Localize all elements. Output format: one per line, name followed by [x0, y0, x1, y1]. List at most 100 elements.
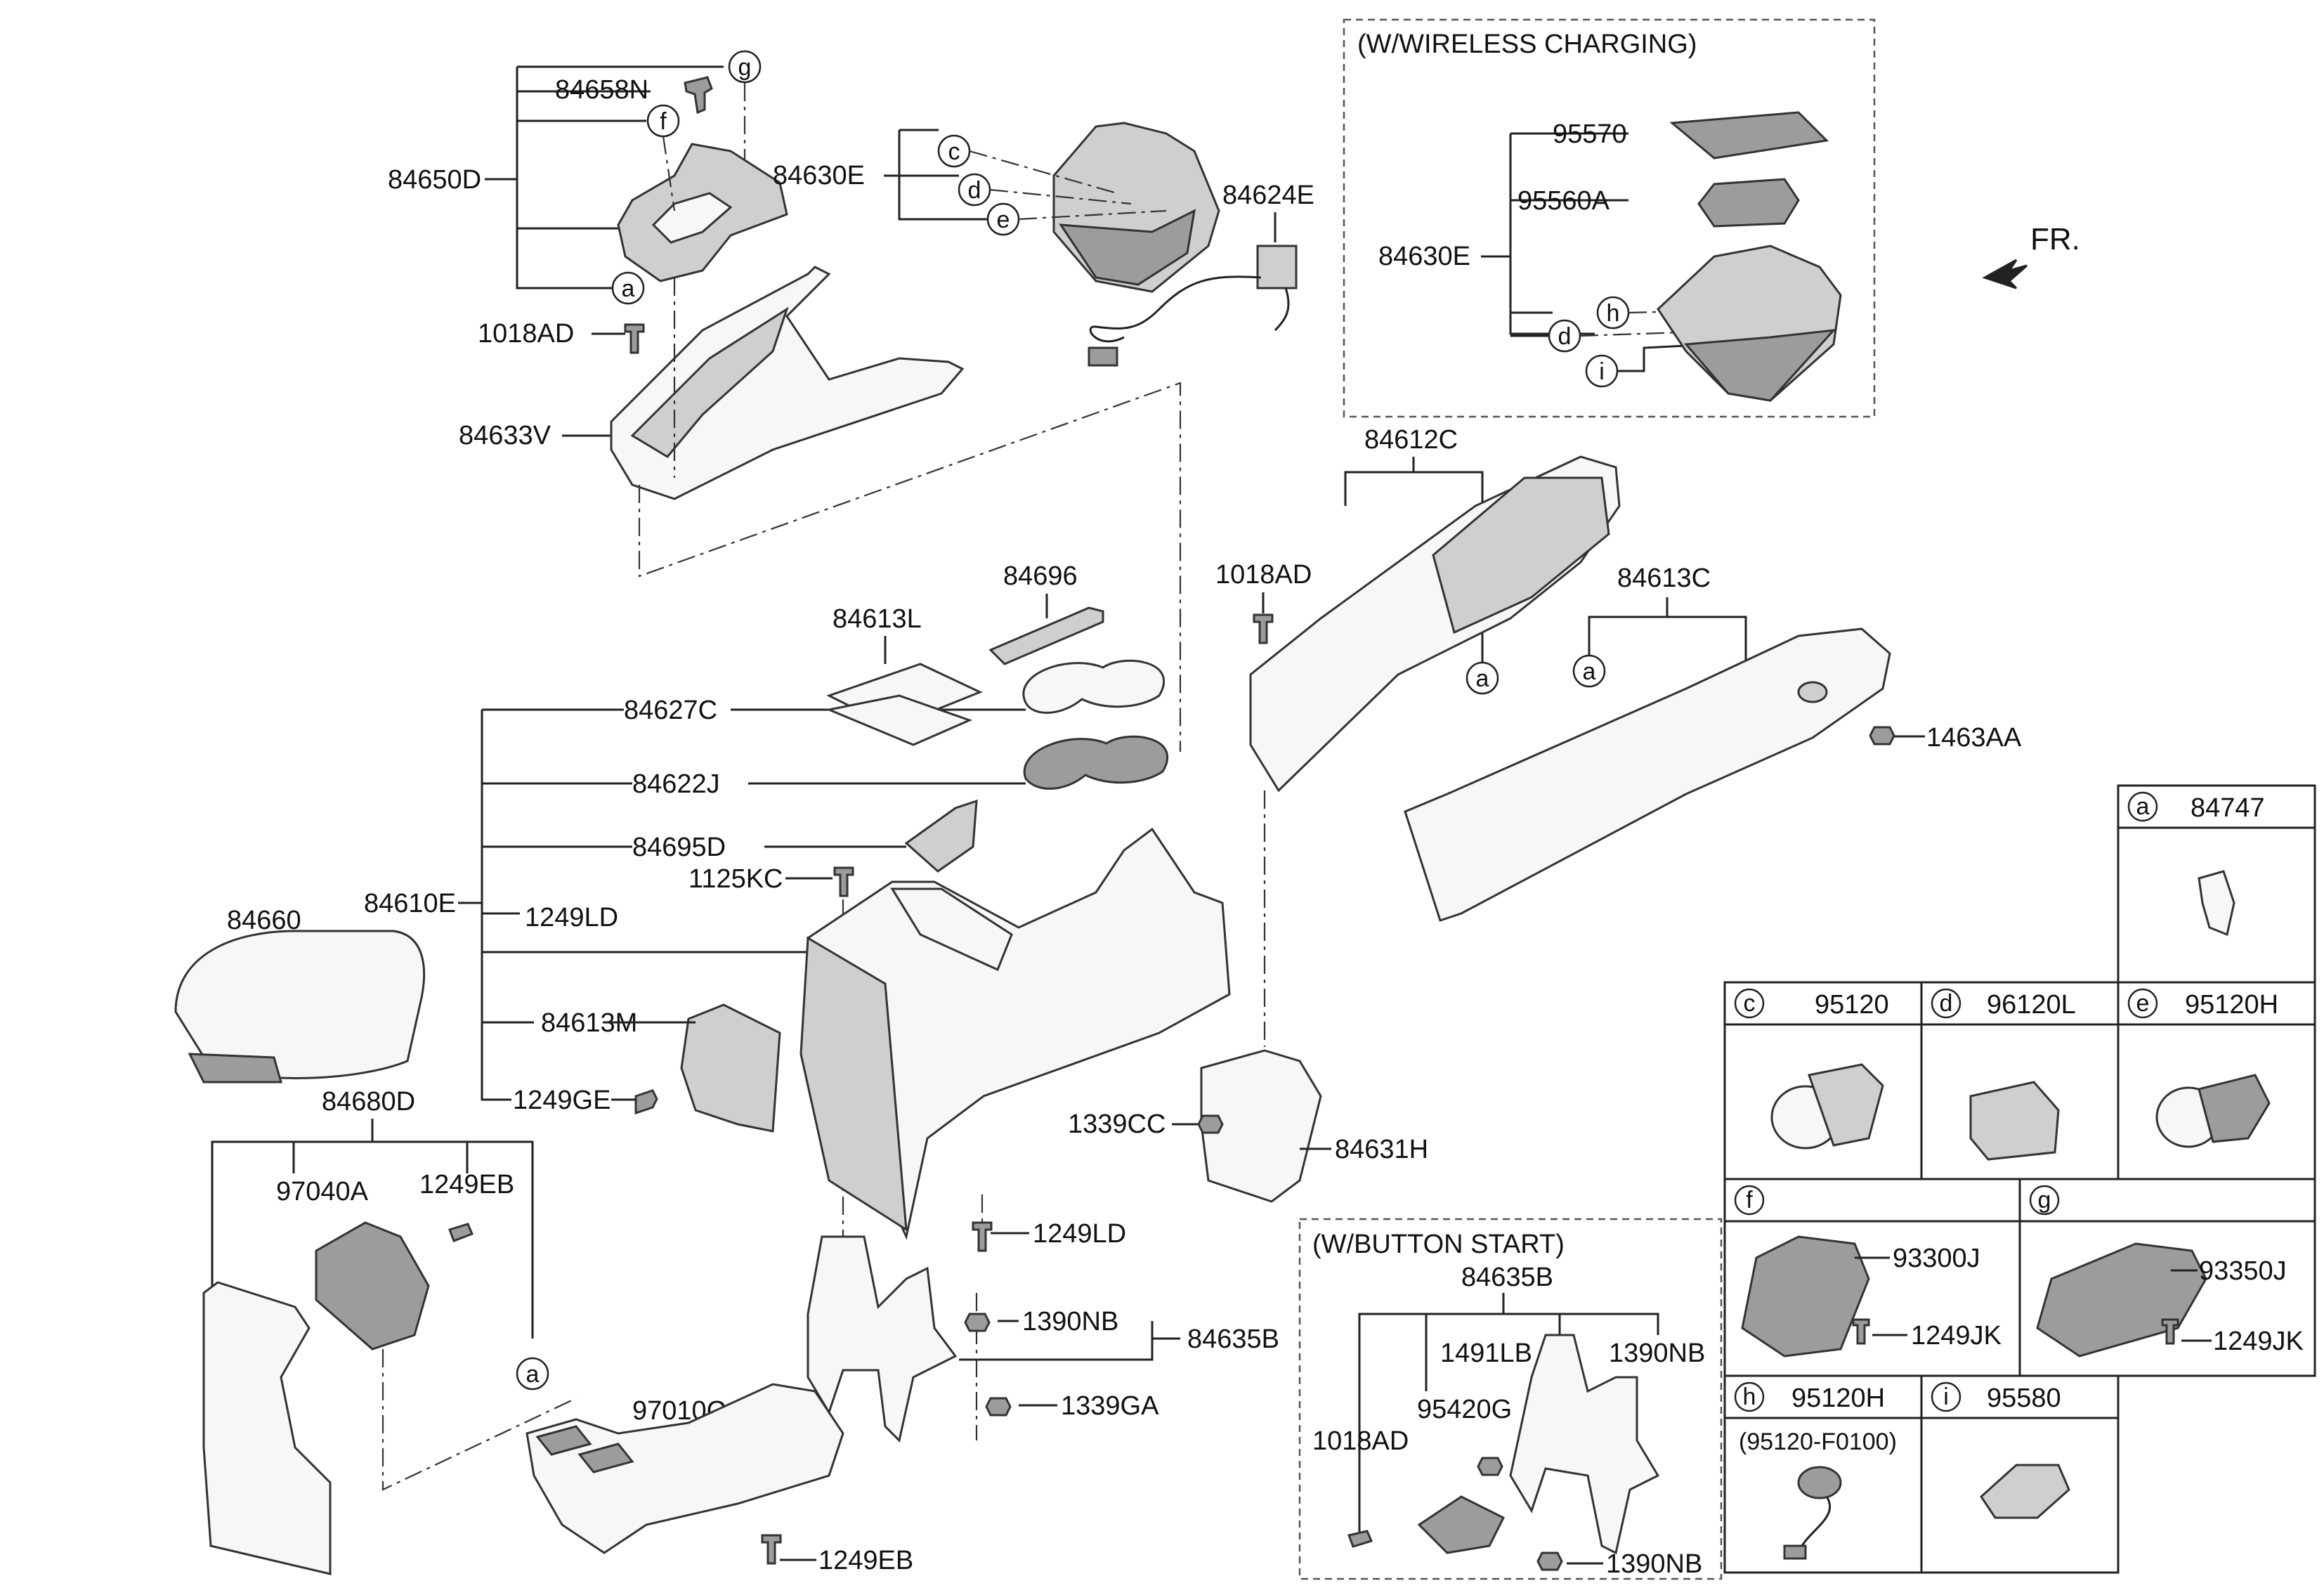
- wireless-pad-95570: [1669, 111, 1829, 160]
- cover-84696: [988, 606, 1104, 665]
- label-1249EB-bottom: 1249EB: [818, 1546, 913, 1575]
- immobilizer-95420G: [1417, 1495, 1506, 1554]
- callout-a-rear: a: [526, 1361, 540, 1388]
- upper-trim-group: 1018AD 84633V: [459, 266, 1182, 752]
- nut-1339CC: [1197, 1114, 1224, 1134]
- table-part-d: 96120L: [1987, 990, 2076, 1020]
- table-part-h: 95120H: [1791, 1384, 1885, 1413]
- table-icon-93300J: [1741, 1235, 1870, 1358]
- label-84613L: 84613L: [833, 604, 922, 634]
- callout-a: a: [622, 275, 635, 302]
- trim-inner-ribs: [630, 306, 789, 458]
- harness-connector: [1256, 245, 1298, 289]
- callout-a-right: a: [1583, 658, 1596, 685]
- button-box-title: (W/BUTTON START): [1312, 1230, 1565, 1259]
- table-part-h-sub: (95120-F0100): [1739, 1428, 1897, 1455]
- label-84650D: 84650D: [388, 165, 481, 195]
- table-icon-84747: [2198, 870, 2235, 937]
- label-1249EB-top: 1249EB: [419, 1170, 514, 1199]
- label-84631H: 84631H: [1335, 1135, 1428, 1164]
- table-part-c: 95120: [1815, 990, 1889, 1020]
- label-84696: 84696: [1003, 561, 1078, 591]
- table-letter-g: g: [2038, 1187, 2051, 1213]
- table-letter-f: f: [1746, 1187, 1753, 1213]
- label-84658N: 84658N: [555, 75, 648, 105]
- armrest-hinge: [188, 1053, 282, 1083]
- console-upper-trim-84633V: [610, 266, 965, 500]
- harness-plug: [1088, 346, 1118, 367]
- nut-1390NB: [964, 1313, 991, 1332]
- label-1390NB-bs-top: 1390NB: [1609, 1339, 1705, 1368]
- callout-f: f: [660, 108, 667, 135]
- console-bracket-group: 84630E c d e: [773, 122, 1220, 293]
- shift-bezel-opening: [651, 192, 733, 244]
- label-97040A: 97040A: [276, 1177, 369, 1206]
- label-84633V: 84633V: [459, 421, 551, 450]
- fr-label: FR.: [2030, 222, 2080, 256]
- label-84613C: 84613C: [1617, 564, 1711, 593]
- screw-1249EB-bottom: [761, 1534, 782, 1565]
- table-letter-i: i: [1943, 1384, 1949, 1410]
- clip-84658N: [684, 76, 713, 115]
- front-direction-indicator: FR.: [1982, 222, 2080, 289]
- label-1249LD-top: 1249LD: [525, 903, 618, 932]
- callout-g: g: [738, 54, 752, 81]
- label-84612C: 84612C: [1364, 425, 1458, 455]
- table-icon-95120-body: [1808, 1063, 1884, 1147]
- bracket-84631H-group: 84631H 1339CC: [1068, 790, 1428, 1203]
- table-letter-a: a: [2136, 793, 2150, 820]
- table-screw-f: [1852, 1318, 1870, 1345]
- bracket-84695D: [904, 799, 978, 873]
- bracket-wc-lower: [1683, 329, 1836, 402]
- table-screw-g: [2161, 1318, 2179, 1345]
- armrest-84660: [174, 930, 426, 1079]
- cupholder-insert-84627C: [1022, 659, 1166, 714]
- duct-outlet-right: [577, 1443, 634, 1473]
- label-84635B-bs: 84635B: [1461, 1263, 1553, 1292]
- label-84630E-wc: 84630E: [1378, 242, 1470, 271]
- table-icon-95120H-body: [2198, 1074, 2271, 1143]
- label-1339CC: 1339CC: [1068, 1109, 1166, 1139]
- screw-1249GE: [634, 1089, 658, 1115]
- lower-bracket-group: 1390NB 84635B 1339GA: [807, 1235, 1279, 1443]
- label-95420G: 95420G: [1417, 1395, 1512, 1424]
- bracket-84631H: [1200, 1049, 1322, 1203]
- label-84630E: 84630E: [773, 161, 865, 190]
- rear-cover-84680D: [202, 1281, 332, 1575]
- label-1463AA: 1463AA: [1926, 723, 2022, 753]
- label-84627C: 84627C: [624, 696, 717, 725]
- nut-1339GA: [985, 1397, 1012, 1417]
- label-1249LD-bottom: 1249LD: [1033, 1219, 1126, 1249]
- bolt-1018AD: [624, 323, 645, 354]
- table-letter-e: e: [2136, 990, 2150, 1017]
- label-1249GE: 1249GE: [513, 1086, 611, 1115]
- main-console-group: 84610E 1249LD 84627C 84622J 84695D 84613…: [364, 561, 1231, 1293]
- console-rear-face: [799, 936, 908, 1232]
- side-panel-hole: [1797, 681, 1828, 703]
- table-part-f1: 93300J: [1893, 1244, 1980, 1273]
- shift-bezel-group: g f a 84658N 84650D: [388, 50, 788, 305]
- table-icon-h-wire: [1797, 1496, 1832, 1554]
- table-letter-d: d: [1940, 990, 1953, 1017]
- armrest-group: 84660: [174, 906, 426, 1083]
- harness-wire: [1089, 275, 1262, 343]
- callout-h-wc: h: [1607, 300, 1620, 327]
- air-duct-97010C: [525, 1383, 844, 1554]
- callout-e: e: [997, 207, 1010, 233]
- screw-1463AA: [1869, 726, 1895, 746]
- table-icon-95580: [1980, 1464, 2070, 1519]
- bolt-1018AD-side: [1253, 613, 1274, 644]
- table-part-a: 84747: [2191, 793, 2265, 823]
- screw-1249EB-top: [448, 1223, 474, 1242]
- harness-branch: [1274, 287, 1290, 332]
- label-1390NB-bs-bottom: 1390NB: [1606, 1549, 1702, 1579]
- bolt-1491LB: [1477, 1457, 1503, 1476]
- callout-i-wc: i: [1599, 358, 1605, 385]
- table-part-g2: 1249JK: [2213, 1327, 2304, 1356]
- label-84622J: 84622J: [632, 769, 720, 799]
- side-panel-right-group: 84613C a 1463AA: [1404, 564, 2022, 922]
- table-icon-93350J: [2036, 1242, 2207, 1358]
- label-95560A: 95560A: [1517, 186, 1610, 216]
- label-84635B: 84635B: [1187, 1325, 1279, 1354]
